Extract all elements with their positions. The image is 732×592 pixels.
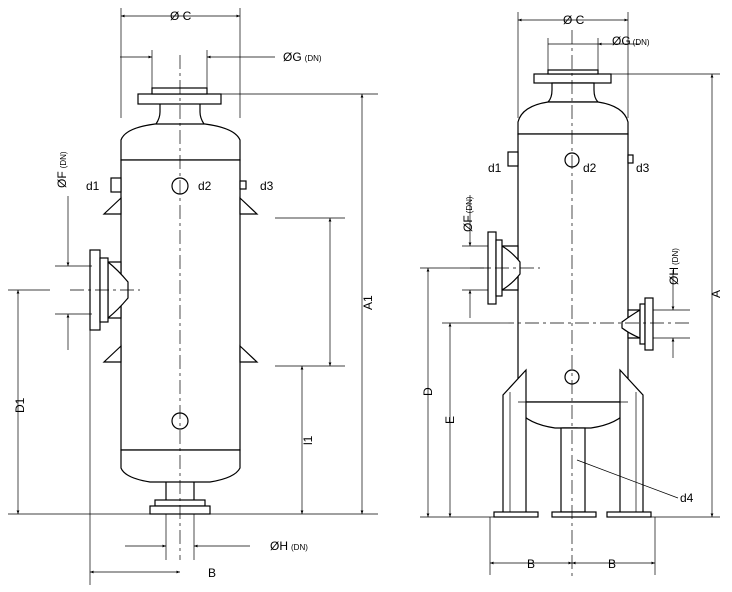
nozzle-d1 [507, 151, 519, 167]
label-d2: d2 [583, 161, 597, 175]
nozzle-d1 [110, 177, 122, 193]
foot-right [606, 511, 652, 518]
label-d1: d1 [488, 161, 502, 175]
top-neck [155, 104, 205, 125]
side-nozzle-reinforce [501, 244, 521, 292]
bottom-neck [165, 482, 195, 500]
top-flange-face [151, 87, 208, 95]
label-f: ØF(DN) [55, 151, 69, 188]
label-h: ØH(DN) [667, 248, 681, 285]
label-d3: d3 [260, 179, 274, 193]
label-b-right: B [608, 557, 616, 571]
nozzle-d3 [627, 154, 634, 164]
foot-left [493, 511, 539, 518]
side-flange-h-face [639, 303, 646, 345]
label-a1: A1 [361, 295, 375, 310]
label-g: ØG(DN) [283, 50, 322, 64]
label-d1-dim: D1 [13, 397, 27, 413]
label-c: Ø C [170, 9, 192, 23]
label-e: E [443, 416, 457, 424]
lug-top-left [102, 196, 122, 215]
left-labels: Ø C ØG(DN) d1 d2 d3 ØF(DN) A1 D1 l1 ØH(D… [13, 9, 375, 580]
shell [120, 159, 241, 451]
lug-top-right [239, 196, 259, 215]
top-head [517, 101, 629, 135]
top-flange-face [547, 69, 599, 75]
top-neck [546, 82, 600, 103]
nozzle-d3 [239, 180, 247, 190]
leg-right [619, 368, 644, 512]
label-g: ØG(DN) [612, 34, 650, 48]
label-h: ØH(DN) [270, 539, 308, 553]
top-flange [533, 73, 612, 84]
foot-center [551, 511, 597, 518]
bottom-head [120, 449, 241, 483]
right-dimensions [420, 12, 720, 575]
left-dimensions [8, 8, 378, 585]
label-l1: l1 [301, 435, 315, 445]
right-labels: Ø C ØG(DN) d1 d2 d3 d4 ØF(DN) ØH(DN) A D… [421, 13, 723, 571]
top-flange [137, 93, 222, 105]
top-head [120, 123, 241, 161]
side-nozzle-reinforce [107, 260, 129, 320]
bottom-head [517, 401, 629, 429]
right-vessel [470, 30, 690, 580]
leg-left [502, 368, 527, 512]
shell [517, 133, 629, 403]
lug-bottom-right [239, 344, 259, 363]
label-f: ØF(DN) [461, 196, 475, 232]
label-d1: d1 [86, 179, 100, 193]
label-c: Ø C [563, 13, 585, 27]
label-a: A [709, 290, 723, 298]
label-d2: d2 [198, 179, 212, 193]
left-vessel [70, 55, 259, 560]
label-b-left: B [527, 557, 535, 571]
leg-center [560, 427, 586, 513]
label-b: B [208, 566, 216, 580]
side-nozzle-h-reinforce [621, 308, 641, 339]
label-d3: d3 [636, 161, 650, 175]
side-flange-h [644, 297, 654, 351]
label-d4: d4 [680, 491, 694, 505]
lug-bottom-left [102, 344, 122, 363]
label-d: D [421, 387, 435, 396]
